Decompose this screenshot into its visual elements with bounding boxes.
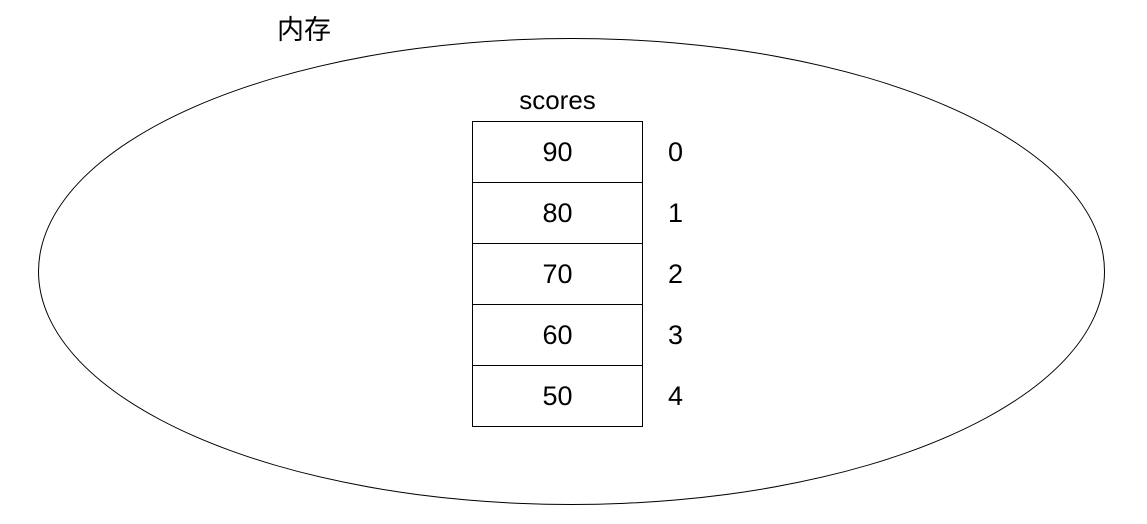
array-index-label: 3 <box>668 320 684 351</box>
memory-boundary-ellipse <box>38 38 1105 505</box>
array-cell-value: 80 <box>542 198 573 228</box>
array-cell: 50 <box>473 366 642 426</box>
array-cell-value: 70 <box>542 259 573 289</box>
memory-label: 内存 <box>277 15 331 45</box>
array-index-label: 4 <box>668 381 684 412</box>
array-cell-value: 90 <box>542 137 573 167</box>
array-index-label: 0 <box>668 136 684 167</box>
array-name-label: scores <box>519 85 596 115</box>
array-cell: 80 <box>473 183 642 244</box>
array-cell-value: 60 <box>542 320 573 350</box>
array-cell: 70 <box>473 244 642 305</box>
array-cell: 90 <box>473 122 642 183</box>
array-index-label: 2 <box>668 259 684 289</box>
array-index-column: 0 1 2 3 4 <box>644 121 704 427</box>
array-table: 90 80 70 60 50 <box>472 121 643 427</box>
array-index-label: 1 <box>668 197 684 228</box>
array-cell: 60 <box>473 305 642 366</box>
array-cell-value: 50 <box>542 381 573 411</box>
